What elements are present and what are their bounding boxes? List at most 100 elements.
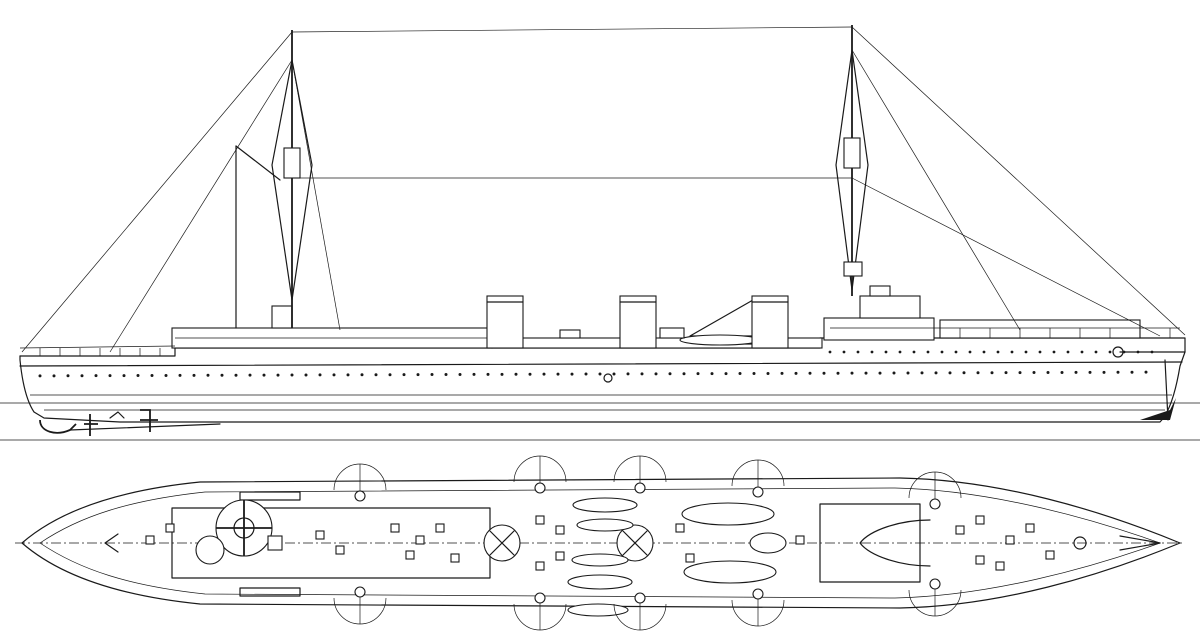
porthole (990, 371, 994, 375)
porthole (738, 372, 742, 376)
aft-backstay (109, 59, 293, 353)
bow-capstan (1073, 536, 1087, 550)
deck-fitting (955, 525, 965, 535)
aft-mast-spreader (271, 59, 313, 301)
deck-fitting (390, 523, 400, 533)
porthole (542, 372, 546, 376)
porthole (954, 350, 958, 354)
porthole (108, 374, 112, 378)
porthole (52, 374, 56, 378)
upper-strake (19, 361, 1183, 367)
rudder (39, 419, 77, 434)
aft-stay (21, 31, 293, 353)
porthole (556, 372, 560, 376)
plan-hull-outline (21, 477, 1181, 609)
deck-plan (15, 455, 1185, 631)
fore-mast-searchlight (843, 261, 863, 277)
porthole (80, 374, 84, 378)
porthole (514, 372, 518, 376)
bow-bits (1119, 535, 1161, 551)
railing-stanchions-aft (39, 348, 161, 356)
porthole (318, 373, 322, 377)
porthole (724, 372, 728, 376)
shaft-bracket (140, 409, 158, 432)
porthole (870, 350, 874, 354)
porthole (1074, 370, 1078, 374)
porthole (856, 350, 860, 354)
boat-1 (572, 497, 638, 513)
porthole (1088, 370, 1092, 374)
porthole (430, 373, 434, 377)
porthole (304, 373, 308, 377)
porthole (842, 350, 846, 354)
porthole (934, 371, 938, 375)
plan-aft-deckhouse (171, 507, 491, 579)
deck-fitting (145, 535, 155, 545)
hull-outline (19, 351, 1186, 423)
porthole (1116, 370, 1120, 374)
plan-funnel-1-x (489, 530, 515, 556)
deck-fitting (555, 525, 565, 535)
porthole (878, 371, 882, 375)
porthole (122, 374, 126, 378)
porthole (192, 373, 196, 377)
bridge-top (859, 295, 921, 319)
porthole (780, 371, 784, 375)
plan-side-structures (239, 491, 301, 597)
deck-fitting (415, 535, 425, 545)
funnel-2 (619, 295, 657, 349)
deck-fitting (675, 523, 685, 533)
porthole (402, 373, 406, 377)
gun-mount (752, 486, 764, 498)
plan-funnels (483, 524, 787, 562)
porthole (640, 372, 644, 376)
porthole (1010, 350, 1014, 354)
boat-4 (567, 574, 633, 590)
porthole (276, 373, 280, 377)
stern-fitting (104, 533, 119, 553)
funnels (486, 295, 789, 349)
fore-mast (835, 25, 869, 296)
bow-anchor (1112, 346, 1124, 358)
porthole (996, 350, 1000, 354)
porthole (1094, 350, 1098, 354)
porthole (136, 374, 140, 378)
side-elevation (0, 25, 1200, 441)
porthole (884, 350, 888, 354)
porthole (262, 373, 266, 377)
porthole (948, 371, 952, 375)
porthole (388, 373, 392, 377)
porthole (892, 371, 896, 375)
plan-deck-fittings (145, 515, 1055, 571)
forward-gun-platform (859, 519, 931, 567)
deck-fitting (1005, 535, 1015, 545)
porthole (374, 373, 378, 377)
porthole (598, 372, 602, 376)
propeller-2 (109, 411, 125, 419)
aft-shroud (291, 59, 341, 331)
deck-fitting (975, 515, 985, 525)
deck-fitting (165, 523, 175, 533)
boat-3 (571, 553, 629, 567)
porthole (906, 371, 910, 375)
hull-fitting (603, 373, 613, 383)
porthole (1108, 350, 1112, 354)
porthole (962, 371, 966, 375)
aerial-top (291, 26, 853, 33)
chart-house (869, 285, 891, 297)
forward-bridge (823, 317, 935, 341)
porthole (822, 371, 826, 375)
propeller-shaft (69, 423, 221, 431)
porthole (416, 373, 420, 377)
porthole (626, 372, 630, 376)
porthole (1052, 350, 1056, 354)
fore-mast-spreader (835, 49, 869, 291)
porthole (1150, 350, 1154, 354)
porthole (220, 373, 224, 377)
gun-mount (929, 498, 941, 510)
deck-fitting (535, 515, 545, 525)
porthole (752, 371, 756, 375)
boat-7 (567, 603, 629, 617)
deck-fitting (685, 553, 695, 563)
porthole (1060, 370, 1064, 374)
